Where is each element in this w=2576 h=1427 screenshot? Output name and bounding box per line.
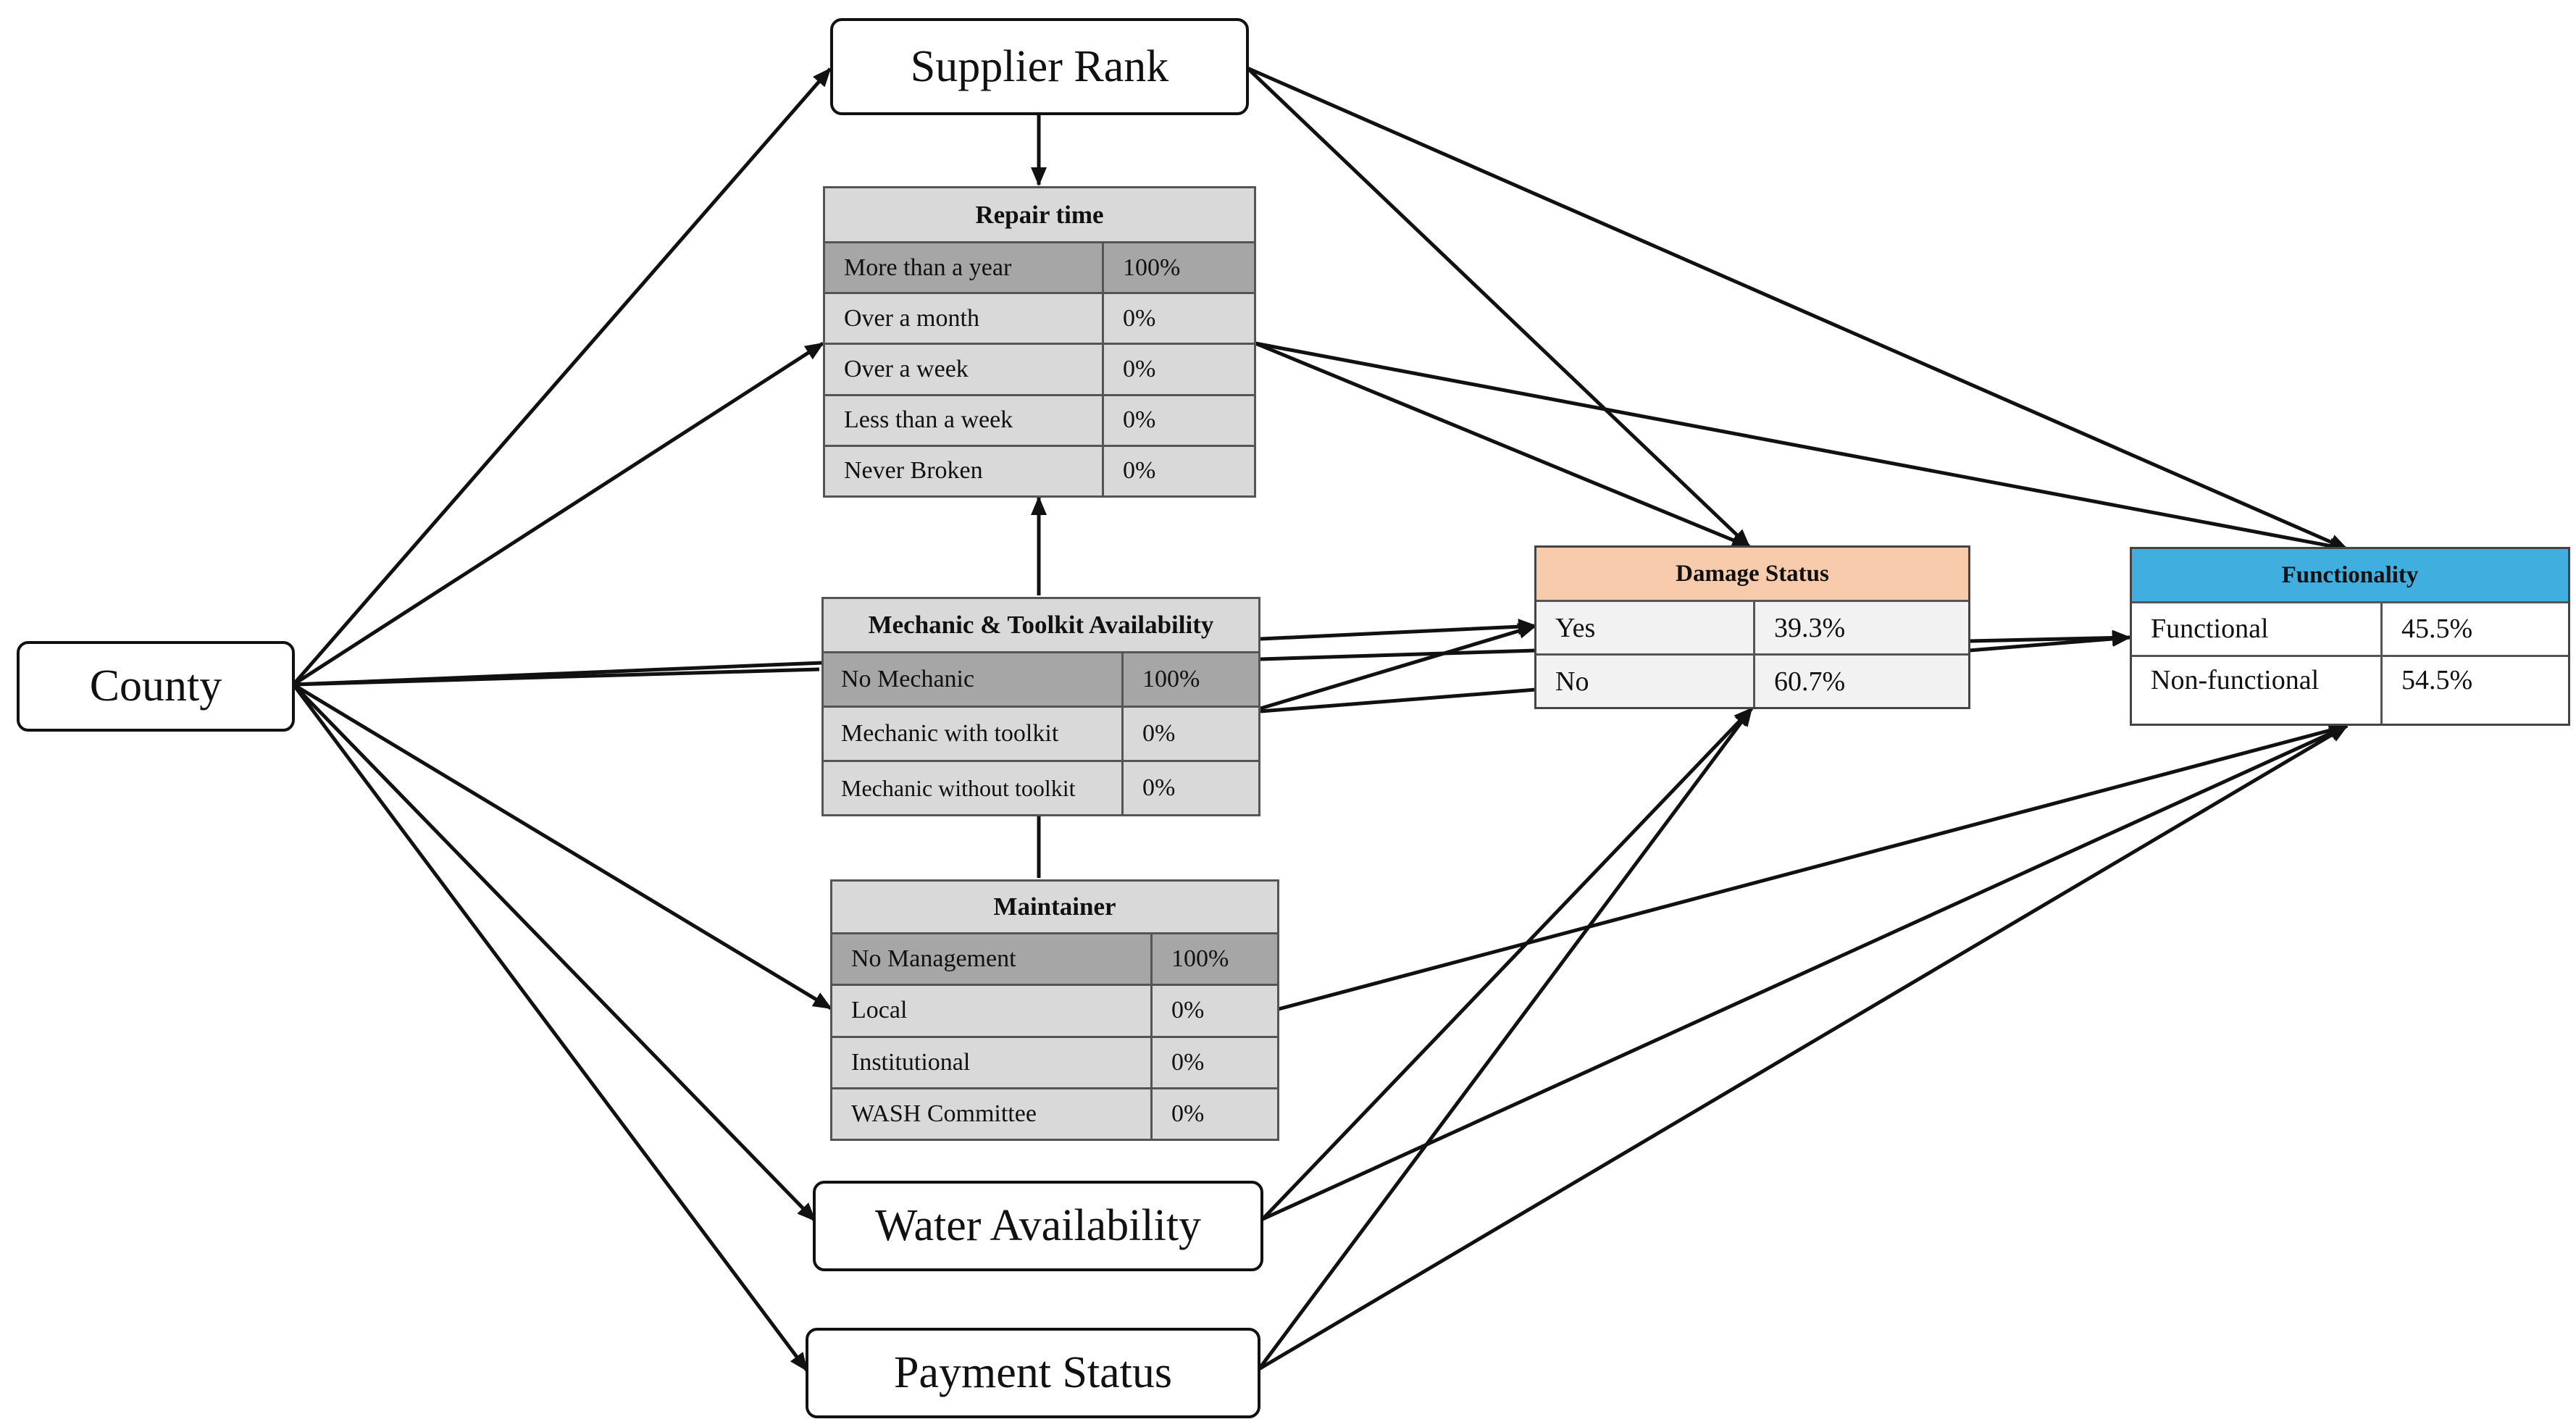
- edge-county-water-availability: [292, 683, 816, 1222]
- table-row: No Management 100%: [832, 934, 1277, 987]
- row-value: 0%: [1171, 997, 1205, 1024]
- edge-mechanic-damage-b: [1260, 623, 1537, 711]
- county-label: County: [89, 661, 222, 711]
- edge-mechanic-damage-a: [1260, 619, 1537, 641]
- edge-county-damage-status: [293, 667, 820, 687]
- functionality-title: Functionality: [2132, 549, 2568, 603]
- row-value: 0%: [1123, 356, 1156, 382]
- edge-damage-functionality-b: [1968, 630, 2131, 653]
- table-row: Local 0%: [832, 986, 1277, 1038]
- row-value: 0%: [1123, 406, 1156, 434]
- row-value: 100%: [1171, 945, 1229, 973]
- mechanic-toolkit-table: Mechanic & Toolkit Availability No Mecha…: [821, 597, 1260, 816]
- table-row: WASH Committee 0%: [832, 1089, 1277, 1139]
- row-label: Institutional: [832, 1037, 1153, 1087]
- edge-county-maintainer: [292, 682, 832, 1010]
- row-value: 39.3%: [1774, 612, 1846, 643]
- row-label: Mechanic with toolkit: [824, 708, 1124, 760]
- row-label: Non-functional: [2132, 656, 2383, 724]
- edge-payment-functionality: [1258, 724, 2349, 1371]
- functionality-table: Functionality Functional 45.5% Non-funct…: [2130, 547, 2570, 726]
- edge-mechanic-functionality-b: [1260, 687, 1536, 714]
- row-value: 0%: [1123, 304, 1156, 332]
- row-value: 100%: [1123, 254, 1181, 281]
- water-availability-node: Water Availability: [813, 1181, 1263, 1271]
- row-label: Functional: [2132, 603, 2383, 655]
- row-label: No: [1536, 656, 1755, 707]
- supplier-rank-node: Supplier Rank: [830, 18, 1249, 115]
- edge-supplier-damage: [1246, 67, 1751, 548]
- county-node: County: [17, 641, 295, 732]
- row-value: 0%: [1123, 457, 1156, 485]
- row-label: Yes: [1536, 602, 1755, 653]
- edge-payment-damage: [1257, 707, 1754, 1370]
- row-value: 0%: [1171, 1100, 1205, 1127]
- row-value: 45.5%: [2401, 614, 2473, 645]
- table-row: Non-functional 54.5%: [2132, 656, 2568, 724]
- edge-repair-functionality: [1255, 341, 2349, 554]
- row-value: 100%: [1142, 666, 1200, 692]
- repair-time-table: Repair time More than a year 100% Over a…: [823, 186, 1256, 498]
- row-label: No Mechanic: [824, 653, 1124, 706]
- table-row: No 60.7%: [1536, 656, 1968, 707]
- row-value: 54.5%: [2401, 664, 2473, 695]
- table-row: Mechanic without toolkit 0%: [824, 762, 1258, 814]
- edge-supplier-functionality: [1246, 66, 2349, 551]
- row-value: 60.7%: [1774, 666, 1846, 697]
- mechanic-toolkit-title: Mechanic & Toolkit Availability: [824, 599, 1258, 653]
- row-value: 0%: [1171, 1048, 1205, 1076]
- row-label: Never Broken: [825, 446, 1104, 496]
- edge-county-repair-time: [292, 341, 824, 687]
- row-label: WASH Committee: [832, 1089, 1153, 1139]
- table-row: More than a year 100%: [825, 243, 1254, 295]
- row-label: More than a year: [825, 243, 1104, 293]
- table-row: Yes 39.3%: [1536, 602, 1968, 656]
- edge-water-damage: [1261, 707, 1753, 1221]
- row-label: Local: [832, 986, 1153, 1036]
- payment-status-node: Payment Status: [806, 1328, 1260, 1418]
- edge-repair-damage: [1255, 341, 1751, 549]
- row-value: 0%: [1142, 774, 1176, 801]
- payment-status-label: Payment Status: [893, 1348, 1173, 1397]
- table-row: Mechanic with toolkit 0%: [824, 708, 1258, 762]
- table-row: Less than a week 0%: [825, 396, 1254, 447]
- edge-maintainer-functionality: [1278, 722, 2349, 1011]
- table-row: Functional 45.5%: [2132, 603, 2568, 657]
- row-label: Less than a week: [825, 396, 1104, 445]
- damage-status-table: Damage Status Yes 39.3% No 60.7%: [1534, 545, 1970, 709]
- edge-water-functionality: [1261, 724, 2349, 1221]
- edge-mechanic-functionality: [1260, 648, 1536, 661]
- damage-status-title: Damage Status: [1536, 548, 1968, 602]
- edge-county-payment-status: [291, 683, 809, 1372]
- row-label: Over a week: [825, 345, 1104, 394]
- table-row: Never Broken 0%: [825, 446, 1254, 496]
- supplier-rank-label: Supplier Rank: [910, 41, 1169, 91]
- row-label: No Management: [832, 934, 1153, 984]
- water-availability-label: Water Availability: [874, 1201, 1202, 1250]
- repair-time-title: Repair time: [825, 188, 1254, 243]
- table-row: Over a week 0%: [825, 345, 1254, 396]
- edge-county-supplier-rank: [292, 67, 832, 686]
- table-row: Over a month 0%: [825, 294, 1254, 346]
- row-label: Mechanic without toolkit: [824, 762, 1124, 814]
- table-row: Institutional 0%: [832, 1037, 1277, 1089]
- row-value: 0%: [1142, 720, 1176, 747]
- maintainer-table: Maintainer No Management 100% Local 0% I…: [830, 879, 1279, 1141]
- table-row: No Mechanic 100%: [824, 653, 1258, 708]
- row-label: Over a month: [825, 294, 1104, 343]
- maintainer-title: Maintainer: [832, 882, 1277, 934]
